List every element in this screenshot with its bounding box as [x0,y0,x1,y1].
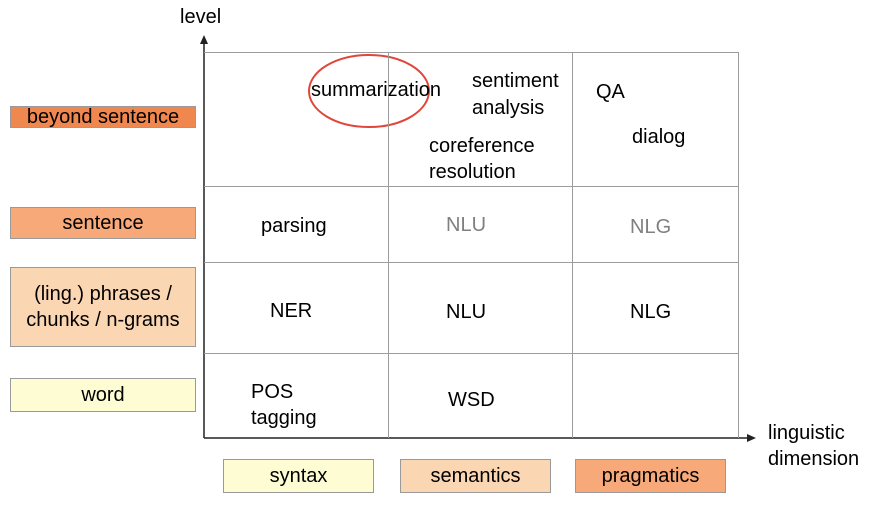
cell-wsd: WSD [448,389,495,411]
cell-pos-tagging-line1: POS [251,381,294,403]
grid-right-border [738,52,739,438]
grid-line-semantics-right [572,52,573,438]
grid-line-syntax-right [388,52,389,438]
grid-line-sentence-bottom [204,262,738,263]
level-word-label: word [81,384,125,406]
cell-parsing: parsing [261,215,327,237]
cell-sentiment-analysis-line2: analysis [472,97,545,119]
cell-nlu-sentence: NLU [446,214,487,236]
dimension-semantics-label: semantics [430,465,521,487]
level-beyond-sentence-label: beyond sentence [26,106,180,128]
dimension-pragmatics: pragmatics [575,459,726,493]
dimension-pragmatics-label: pragmatics [601,465,700,487]
y-axis-arrowhead [200,35,208,44]
cell-sentiment-analysis-line1: sentiment [472,70,559,92]
cell-nlu-phrase: NLU [446,301,487,323]
x-axis-label-line1: linguistic [768,422,845,444]
cell-nlg-phrase: NLG [630,301,672,323]
dimension-semantics: semantics [400,459,551,493]
grid-line-beyond-sentence-bottom [204,186,738,187]
cell-pos-tagging-line2: tagging [251,407,317,429]
level-sentence: sentence [10,207,196,239]
cell-nlg-sentence: NLG [630,216,672,238]
grid-line-phrases-bottom [204,353,738,354]
cell-dialog: dialog [632,126,686,148]
level-sentence-label: sentence [62,212,144,234]
grid-top-border [204,52,738,53]
x-axis-arrowhead [747,434,756,442]
level-phrases-label-line2: chunks / n-grams [26,309,180,331]
cell-ner: NER [270,300,313,322]
level-beyond-sentence: beyond sentence [10,106,196,128]
dimension-syntax: syntax [223,459,374,493]
cell-qa: QA [596,81,625,103]
y-axis-label: level [180,6,222,28]
summarization-highlight-ellipse [308,54,430,128]
level-phrases: (ling.) phrases / chunks / n-grams [10,267,196,347]
level-phrases-label-line1: (ling.) phrases / [34,283,172,305]
cell-coreference-resolution-line2: resolution [429,161,516,183]
cell-coreference-resolution-line1: coreference [429,135,535,157]
dimension-syntax-label: syntax [269,465,328,487]
x-axis-label-line2: dimension [768,448,860,470]
level-word: word [10,378,196,412]
cell-summarization: summarization [311,79,442,101]
